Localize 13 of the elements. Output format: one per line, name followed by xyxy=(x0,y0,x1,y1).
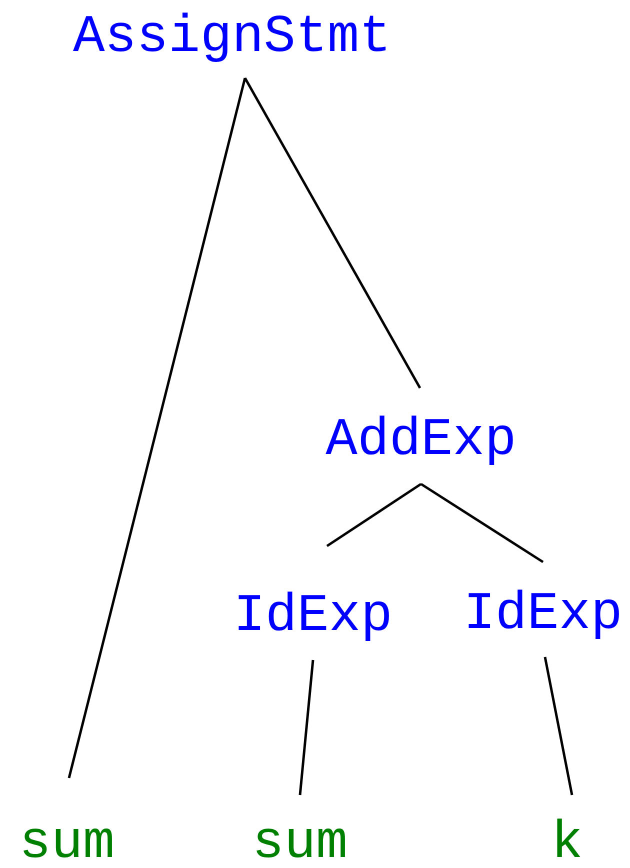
node-label: IdExp xyxy=(233,586,393,646)
tree-edge xyxy=(68,78,246,778)
tree-edge xyxy=(298,660,314,796)
token-label: sum xyxy=(19,813,115,868)
node-label: AddExp xyxy=(326,410,516,470)
node-label: IdExp xyxy=(463,584,623,644)
tree-edge xyxy=(326,482,422,548)
tree-edge xyxy=(244,77,422,389)
node-label: AssignStmt xyxy=(72,7,392,67)
token-label: k xyxy=(551,813,583,868)
tree-edge xyxy=(544,656,574,796)
token-label: sum xyxy=(252,813,348,868)
tree-edge xyxy=(420,482,544,564)
